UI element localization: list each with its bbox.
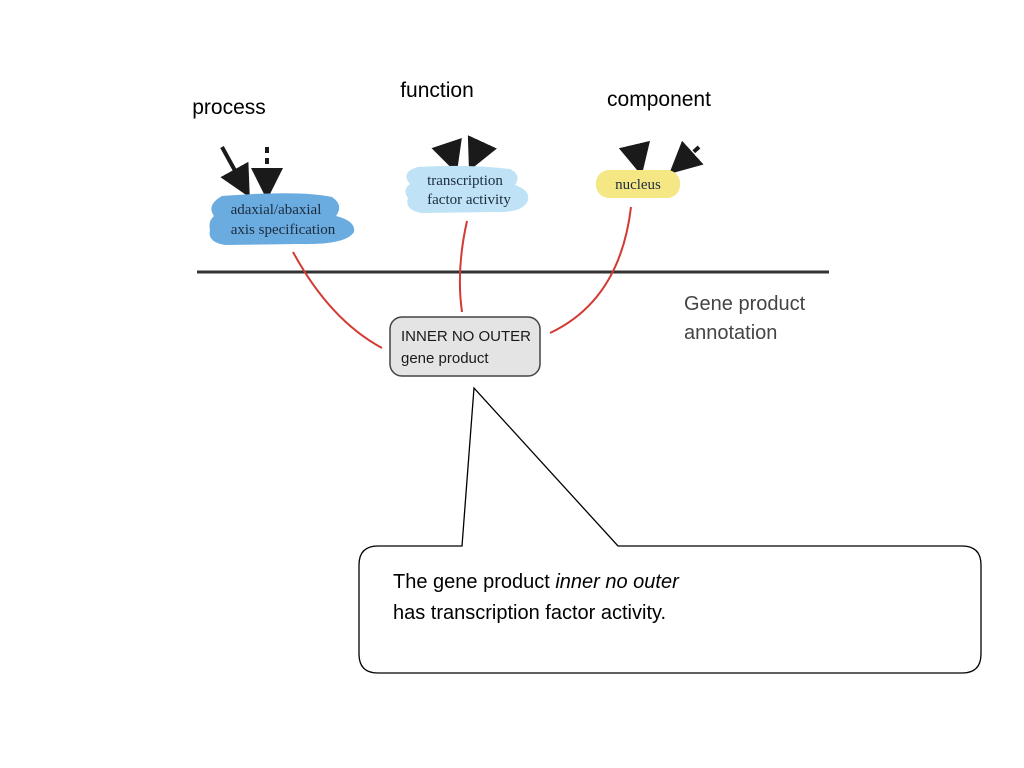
callout-prefix: The gene product xyxy=(393,571,555,593)
gene-product-node: INNER NO OUTER gene product xyxy=(389,316,541,377)
process-solid-arrow xyxy=(220,146,250,198)
function-term-line2: factor activity xyxy=(427,192,511,208)
component-term-line1: nucleus xyxy=(615,177,661,193)
gene-product-line1: INNER NO OUTER xyxy=(401,328,531,345)
section-label-line1: Gene product xyxy=(684,293,806,315)
function-term: transcription factor activity xyxy=(405,165,529,213)
component-term-shape xyxy=(596,170,680,198)
callout-italic: inner no outer xyxy=(555,571,680,593)
function-dashed-arrow xyxy=(467,135,497,171)
section-label-line2: annotation xyxy=(684,322,777,344)
process-arrows xyxy=(220,146,283,200)
process-link xyxy=(292,251,383,349)
function-term-line1: transcription xyxy=(427,173,503,189)
component-link xyxy=(549,206,632,334)
function-arrows xyxy=(431,135,497,174)
process-term-line2: axis specification xyxy=(231,222,336,238)
process-term-line1: adaxial/abaxial xyxy=(231,202,322,218)
callout-line1: The gene product inner no outer xyxy=(393,571,680,593)
callout-line2: has transcription factor activity. xyxy=(393,602,666,624)
function-link xyxy=(458,220,468,313)
process-term-shape xyxy=(209,193,355,245)
annotation-links xyxy=(292,206,632,349)
component-term: nucleus xyxy=(596,170,680,198)
gene-product-line2: gene product xyxy=(401,350,489,367)
callout-bubble: The gene product inner no outer has tran… xyxy=(358,386,982,674)
component-dashed-arrow xyxy=(669,140,704,175)
function-solid-arrow xyxy=(431,137,462,174)
process-label: process xyxy=(192,96,266,119)
component-label: component xyxy=(607,88,711,111)
component-solid-arrow xyxy=(618,140,650,176)
gene-product-box xyxy=(389,316,541,377)
callout-shape xyxy=(358,386,982,674)
function-term-shape xyxy=(405,165,529,213)
process-term: adaxial/abaxial axis specification xyxy=(209,193,355,245)
component-arrows xyxy=(618,140,704,176)
function-label: function xyxy=(400,79,474,102)
